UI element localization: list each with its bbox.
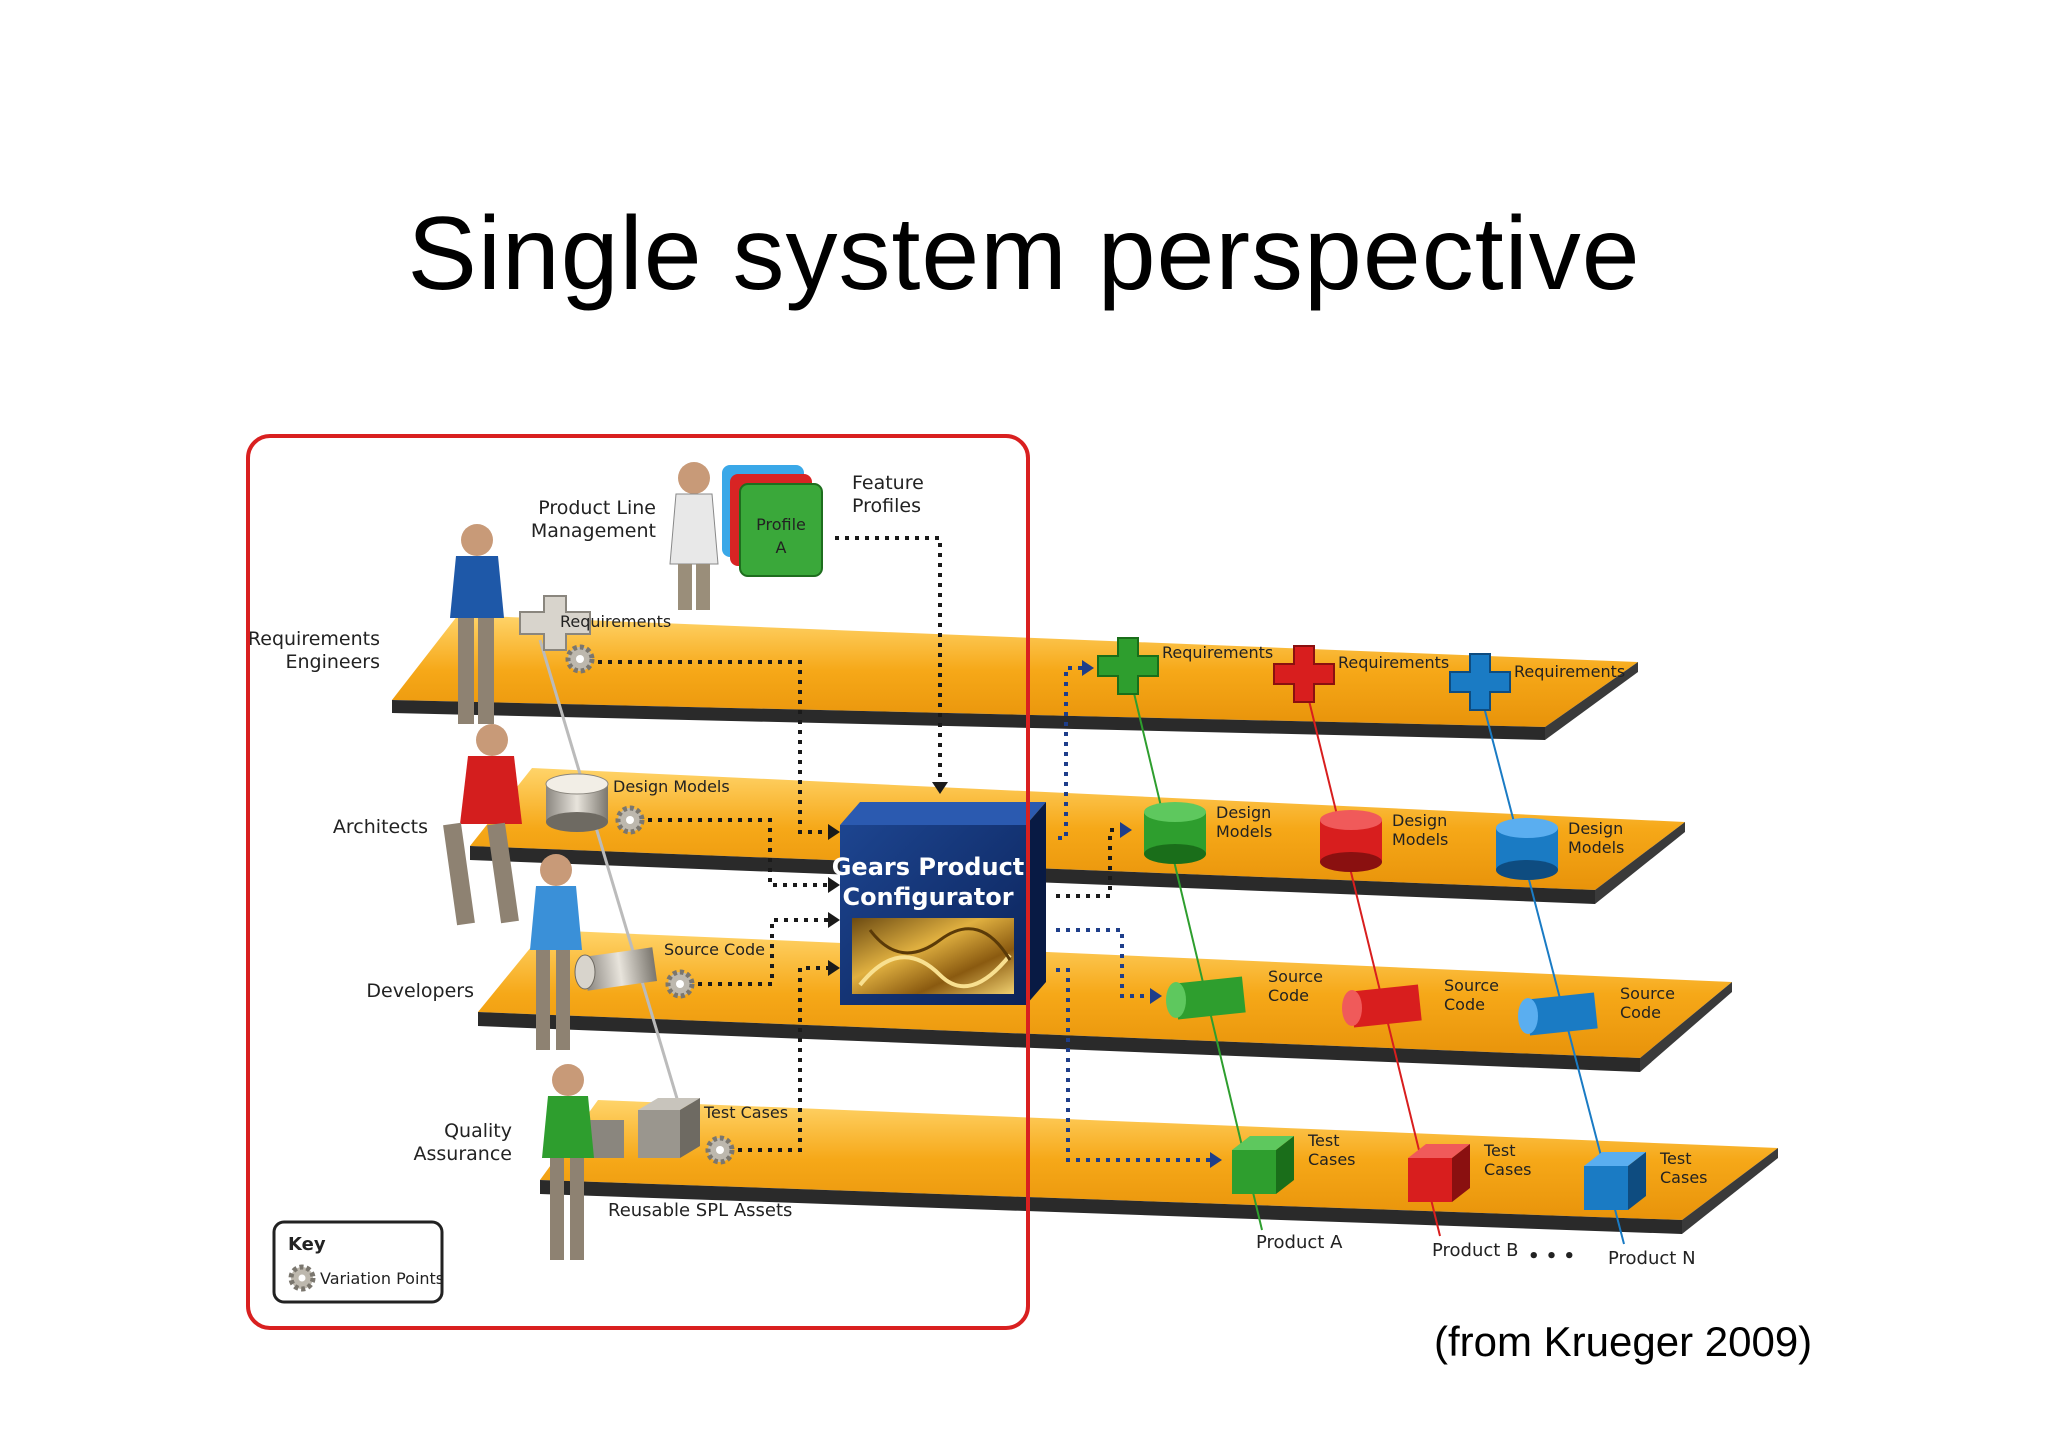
product-n-design-cylinder xyxy=(1496,818,1558,880)
product-a-source-cylinder xyxy=(1166,976,1246,1020)
feature-profiles-line-2: Profiles xyxy=(852,495,921,517)
slide-title: Single system perspective xyxy=(407,196,1641,312)
product-b-requirements-cross xyxy=(1273,645,1335,703)
citation: (from Krueger 2009) xyxy=(1434,1318,1813,1365)
role-quality-assurance-line-2: Assurance xyxy=(414,1143,512,1165)
product-b-source-label-1: Source xyxy=(1444,976,1499,995)
product-b-design-label-1: Design xyxy=(1392,811,1447,830)
product-a-track xyxy=(1097,637,1294,1231)
product-b-test-cube xyxy=(1408,1144,1470,1202)
product-n-design-label-1: Design xyxy=(1568,819,1623,838)
product-n-requirements-label: Requirements xyxy=(1514,662,1625,681)
asset-label-design-models: Design Models xyxy=(613,777,730,796)
input-flows xyxy=(598,536,948,1152)
key-title: Key xyxy=(288,1234,326,1255)
product-a-test-label-1: Test xyxy=(1307,1131,1340,1150)
product-b-requirements-label: Requirements xyxy=(1338,653,1449,672)
reusable-spl-assets-label: Reusable SPL Assets xyxy=(608,1200,792,1221)
people-figures xyxy=(443,462,719,1260)
product-names: Product A Product B • • • Product N xyxy=(1256,1232,1696,1269)
feature-profiles-label: Feature Profiles xyxy=(852,472,924,517)
product-a-name: Product A xyxy=(1256,1232,1343,1253)
product-n-source-label-1: Source xyxy=(1620,984,1675,1003)
product-n-test-label-2: Cases xyxy=(1660,1168,1708,1187)
product-a-source-label-2: Code xyxy=(1268,986,1309,1005)
product-n-design-label-2: Models xyxy=(1568,838,1624,857)
product-b-test-label-1: Test xyxy=(1483,1141,1516,1160)
product-b-test-label-2: Cases xyxy=(1484,1160,1532,1179)
person-architect xyxy=(443,724,522,926)
requirements-asset-cross xyxy=(519,595,591,651)
source-code-asset-cylinder xyxy=(574,947,658,991)
key-variation-points-label: Variation Points xyxy=(320,1269,444,1288)
feature-profiles-line-1: Feature xyxy=(852,472,924,494)
gear-icon xyxy=(705,1135,735,1165)
product-a-source-label-1: Source xyxy=(1268,967,1323,986)
product-b-source-label-2: Code xyxy=(1444,995,1485,1014)
role-quality-assurance-line-1: Quality xyxy=(444,1120,512,1142)
product-n-test-cube xyxy=(1584,1152,1646,1210)
person-product-line-manager xyxy=(669,462,719,610)
product-n-test-label-1: Test xyxy=(1659,1149,1692,1168)
person-quality-assurance xyxy=(542,1064,594,1260)
product-a-requirements-cross xyxy=(1097,637,1159,695)
test-cases-asset-cubes xyxy=(586,1098,700,1158)
product-a-design-label-2: Models xyxy=(1216,822,1272,841)
profile-card-label-line-2: A xyxy=(776,538,787,557)
role-developers: Developers xyxy=(366,980,474,1002)
output-flows xyxy=(1056,660,1222,1168)
asset-label-test-cases: Test Cases xyxy=(703,1103,788,1122)
gears-image xyxy=(852,918,1014,994)
person-developer xyxy=(530,854,582,1050)
gears-product-configurator: Gears Product Configurator xyxy=(832,802,1046,1005)
configurator-label-line-1: Gears Product xyxy=(832,853,1025,881)
configurator-label-line-2: Configurator xyxy=(842,883,1013,911)
role-requirements-engineers-line-1: Requirements xyxy=(248,628,380,650)
belt-requirements xyxy=(392,615,1638,740)
product-asset-labels: Requirements Requirements Requirements D… xyxy=(1162,643,1708,1187)
product-n-requirements-cross xyxy=(1449,653,1511,711)
role-labels: Product Line Management Requirements Eng… xyxy=(248,497,656,1165)
variation-point-gears xyxy=(565,644,735,1165)
product-b-name: Product B xyxy=(1432,1240,1518,1261)
feature-profile-cards: Profile A xyxy=(722,465,823,577)
belt-source-code xyxy=(478,930,1732,1072)
product-a-design-label-1: Design xyxy=(1216,803,1271,822)
gear-icon xyxy=(288,1264,316,1292)
single-system-highlight-frame xyxy=(246,434,1030,1330)
gear-icon xyxy=(615,805,645,835)
role-architects: Architects xyxy=(333,816,428,838)
product-ellipsis: • • • xyxy=(1528,1246,1575,1267)
product-a-requirements-label: Requirements xyxy=(1162,643,1273,662)
asset-label-requirements: Requirements xyxy=(560,612,671,631)
product-n-source-label-2: Code xyxy=(1620,1003,1661,1022)
product-a-test-label-2: Cases xyxy=(1308,1150,1356,1169)
asset-label-source-code: Source Code xyxy=(664,940,765,959)
reusable-assets xyxy=(519,595,700,1158)
product-n-name: Product N xyxy=(1608,1248,1696,1269)
product-n-source-cylinder xyxy=(1518,992,1598,1036)
product-b-source-cylinder xyxy=(1342,984,1422,1028)
profile-card-label-line-1: Profile xyxy=(756,515,806,534)
person-requirements-engineer xyxy=(450,524,504,724)
product-b-design-label-2: Models xyxy=(1392,830,1448,849)
product-a-design-cylinder xyxy=(1144,802,1206,864)
role-product-line-management-line-2: Management xyxy=(531,520,656,542)
design-models-asset-cylinder xyxy=(545,773,609,832)
asset-labels: Requirements Design Models Source Code T… xyxy=(560,612,792,1221)
legend-key: Key Variation Points xyxy=(272,1220,444,1304)
product-b-design-cylinder xyxy=(1320,810,1382,872)
product-n-track xyxy=(1449,653,1646,1245)
role-requirements-engineers-line-2: Engineers xyxy=(285,651,380,673)
gear-icon xyxy=(665,969,695,999)
product-b-track xyxy=(1273,645,1470,1237)
gear-icon xyxy=(565,644,595,674)
role-product-line-management-line-1: Product Line xyxy=(538,497,656,519)
product-a-test-cube xyxy=(1232,1136,1294,1194)
